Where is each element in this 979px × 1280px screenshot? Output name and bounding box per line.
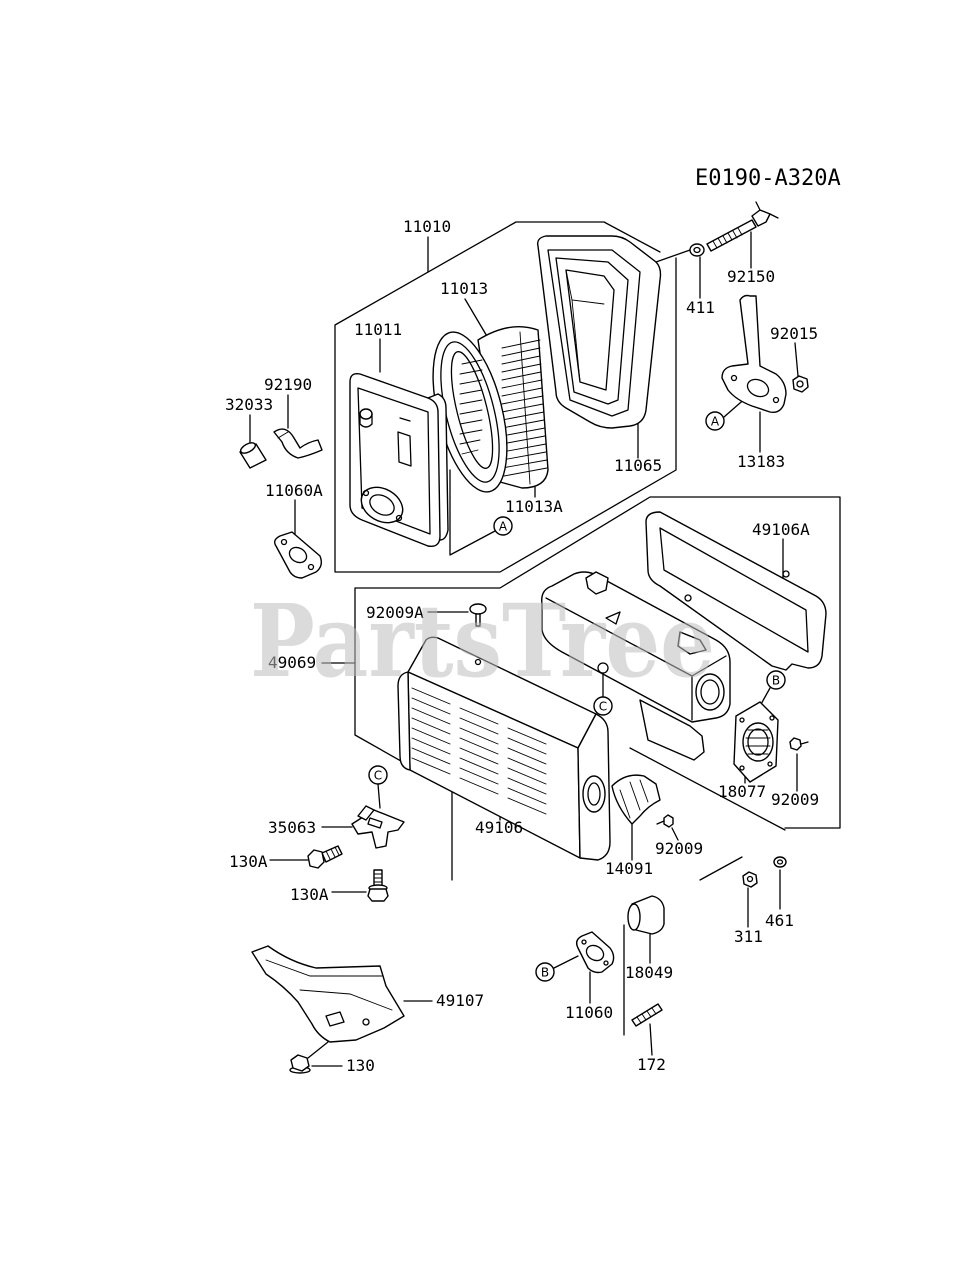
callout-letter: A — [711, 415, 720, 429]
part-label-92190: 92190 — [264, 375, 312, 394]
bolt-130a-side — [307, 845, 343, 869]
part-label-35063: 35063 — [268, 818, 316, 837]
part-label-92009-deflector: 92009 — [655, 839, 703, 858]
callout-letter: B — [541, 966, 549, 980]
part-label-130: 130 — [346, 1056, 375, 1075]
part-label-172: 172 — [637, 1055, 666, 1074]
nut-92015 — [792, 375, 809, 393]
part-label-130a-bottom: 130A — [290, 885, 329, 904]
gasket-11060a — [273, 531, 323, 579]
assembly-bracket-air-cleaner — [334, 221, 677, 573]
nut-311 — [742, 871, 758, 888]
bracket-13183 — [721, 294, 787, 414]
hose — [273, 428, 323, 459]
part-label-11010: 11010 — [403, 217, 451, 236]
air-cleaner-case — [536, 235, 691, 429]
part-label-11060: 11060 — [565, 1003, 613, 1022]
deflector-14091 — [611, 774, 661, 825]
callout-a-base: A — [493, 516, 513, 536]
part-label-11065: 11065 — [614, 456, 662, 475]
air-cleaner-base — [349, 372, 449, 547]
part-label-11013: 11013 — [440, 279, 488, 298]
callout-c-muffler: C — [593, 696, 613, 716]
stud-172 — [631, 1003, 663, 1027]
part-label-13183: 13183 — [737, 452, 785, 471]
part-label-461: 461 — [765, 911, 794, 930]
washer-411 — [689, 243, 705, 257]
part-label-18077: 18077 — [718, 782, 766, 801]
air-filter-element — [432, 325, 549, 493]
screw-92009a — [469, 603, 487, 627]
callout-a-bracket: A — [705, 411, 725, 431]
callout-letter: C — [599, 700, 607, 714]
gasket-11060 — [575, 931, 615, 974]
part-label-11011: 11011 — [354, 320, 402, 339]
pipe — [239, 442, 267, 469]
part-label-92009-flange: 92009 — [771, 790, 819, 809]
part-label-311: 311 — [734, 927, 763, 946]
part-label-92015: 92015 — [770, 324, 818, 343]
diagram-id: E0190-A320A — [695, 166, 841, 191]
muffler-49106 — [397, 636, 611, 861]
bracket-35063 — [351, 805, 405, 849]
guard-49107 — [251, 945, 405, 1043]
part-label-11013a: 11013A — [505, 497, 563, 516]
callout-c-bracket: C — [368, 765, 388, 785]
bolt-92150 — [706, 201, 779, 252]
callout-letter: A — [499, 520, 508, 534]
part-label-92150: 92150 — [727, 267, 775, 286]
part-label-92009a: 92009A — [366, 603, 424, 622]
spacer-18049 — [627, 895, 665, 935]
part-label-18049: 18049 — [625, 963, 673, 982]
part-label-14091: 14091 — [605, 859, 653, 878]
part-label-49106a: 49106A — [752, 520, 810, 539]
part-label-49107: 49107 — [436, 991, 484, 1010]
muffler-cover-49106a — [645, 511, 827, 671]
callout-b-flange: B — [766, 670, 786, 690]
muffler-upper-shell — [541, 571, 731, 761]
part-label-130a-side: 130A — [229, 852, 268, 871]
part-label-49069: 49069 — [268, 653, 316, 672]
muffler-louvers — [411, 687, 547, 815]
callout-b-gasket: B — [535, 962, 555, 982]
washer-461 — [773, 856, 787, 868]
flange-18077 — [733, 701, 779, 783]
bolt-130 — [289, 1054, 311, 1074]
bolt-130a-bottom — [367, 869, 389, 902]
leader-lines — [249, 231, 799, 1067]
part-label-411: 411 — [686, 298, 715, 317]
part-label-49106: 49106 — [475, 818, 523, 837]
callout-letter: C — [374, 769, 382, 783]
part-label-32033: 32033 — [225, 395, 273, 414]
watermark: PartsTree — [250, 582, 715, 700]
part-label-11060a: 11060A — [265, 481, 323, 500]
callout-letter: B — [772, 674, 780, 688]
screw-92009-flange — [789, 737, 809, 751]
screw-92009-deflector — [656, 814, 674, 828]
